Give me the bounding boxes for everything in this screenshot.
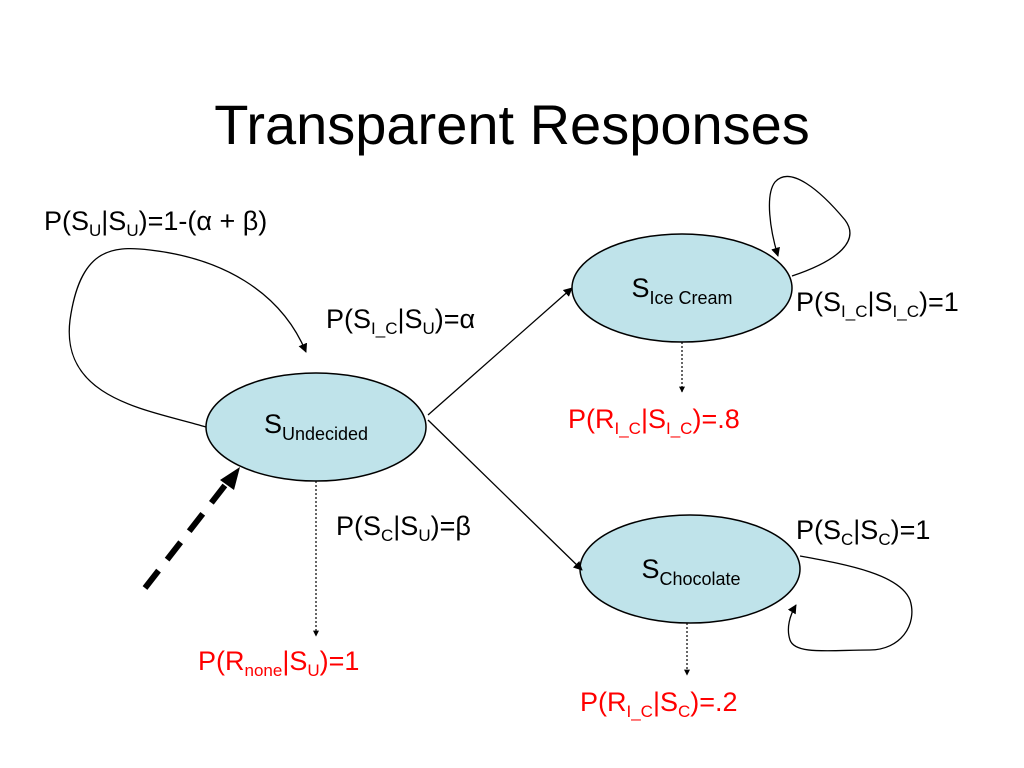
response-label-ic-ic: P(RI_C|SI_C)=.8 <box>568 404 740 438</box>
node-label-chocolate: SChocolate <box>641 554 741 589</box>
start-arrow-head <box>220 467 240 490</box>
transition-label-uu: P(SU|SU)=1-(α + β) <box>44 206 268 240</box>
edge-self-loop-undecided <box>68 247 308 428</box>
response-label-ic-c: P(RI_C|SC)=.2 <box>580 687 738 721</box>
edge-self-loop-chocolate <box>787 555 913 652</box>
transition-label-icu: P(SI_C|SU)=α <box>326 304 476 338</box>
slide-title: Transparent Responses <box>214 93 810 156</box>
node-label-undecided: SUndecided <box>263 409 369 444</box>
edge-undecided-to-ice-cream <box>427 287 573 416</box>
transition-label-cc: P(SC|SC)=1 <box>796 515 931 549</box>
edge-self-loop-ice-cream <box>768 176 851 277</box>
response-label-none-u: P(Rnone|SU)=1 <box>198 646 360 680</box>
node-label-ice-cream: SIce Cream <box>631 273 733 308</box>
transition-label-icic: P(SI_C|SI_C)=1 <box>796 287 959 321</box>
edge-undecided-to-chocolate <box>427 419 583 571</box>
start-arrow <box>142 482 229 590</box>
transition-label-cu: P(SC|SU)=β <box>336 511 471 545</box>
